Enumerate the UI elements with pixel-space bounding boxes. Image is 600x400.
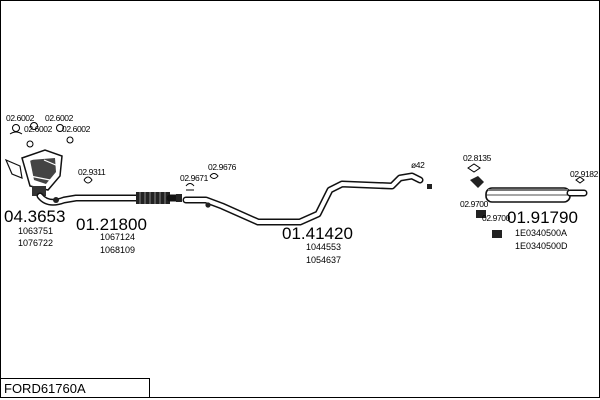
part-ref: 1044553 [306, 242, 341, 252]
part-ref: 1068109 [100, 245, 135, 255]
part-ref: 1E0340500D [515, 241, 568, 251]
part-number: 04.3653 [4, 207, 65, 226]
clamp-icon [575, 176, 585, 184]
pipe-diameter-label: ø42 [411, 160, 425, 170]
part-ref: 1067124 [100, 232, 135, 242]
footer-code: FORD61760A [4, 381, 86, 396]
hanger-icon [492, 230, 502, 238]
accessory-label: 02.6002 [24, 124, 53, 134]
accessory-label: 02.6002 [45, 113, 74, 123]
part-ref: 1E0340500A [515, 228, 567, 238]
gasket-icon-group [9, 122, 74, 148]
middle-pipe-part [182, 172, 424, 226]
part-number: 01.91790 [507, 208, 578, 227]
accessory-label: 02.9671 [180, 173, 209, 183]
clamp-icon [83, 176, 93, 184]
clamp-icon [185, 183, 195, 191]
end-marker [427, 184, 432, 189]
accessory-label: 02.9700 [482, 213, 511, 223]
part-ref: 1054637 [306, 255, 341, 265]
accessory-label: 02.6002 [62, 124, 91, 134]
gasket-icon [467, 163, 481, 173]
rear-silencer-part [470, 176, 588, 203]
part-ref: 1076722 [18, 238, 53, 248]
accessory-label: 02.6002 [6, 113, 35, 123]
hanger-icon [476, 210, 486, 218]
accessory-label: 02.8135 [463, 153, 492, 163]
clamp-icon [209, 173, 219, 179]
front-pipe-part [36, 192, 182, 206]
accessory-label: 02.9311 [78, 167, 106, 177]
accessory-label: 02.9182 [570, 169, 599, 179]
footer-code-box [0, 378, 150, 398]
manifold-part [4, 149, 63, 196]
part-ref: 1063751 [18, 226, 53, 236]
accessory-label: 02.9676 [208, 162, 237, 172]
accessory-label: 02.9700 [460, 199, 489, 209]
part-number: 01.21800 [76, 215, 147, 234]
part-number: 01.41420 [282, 224, 353, 243]
